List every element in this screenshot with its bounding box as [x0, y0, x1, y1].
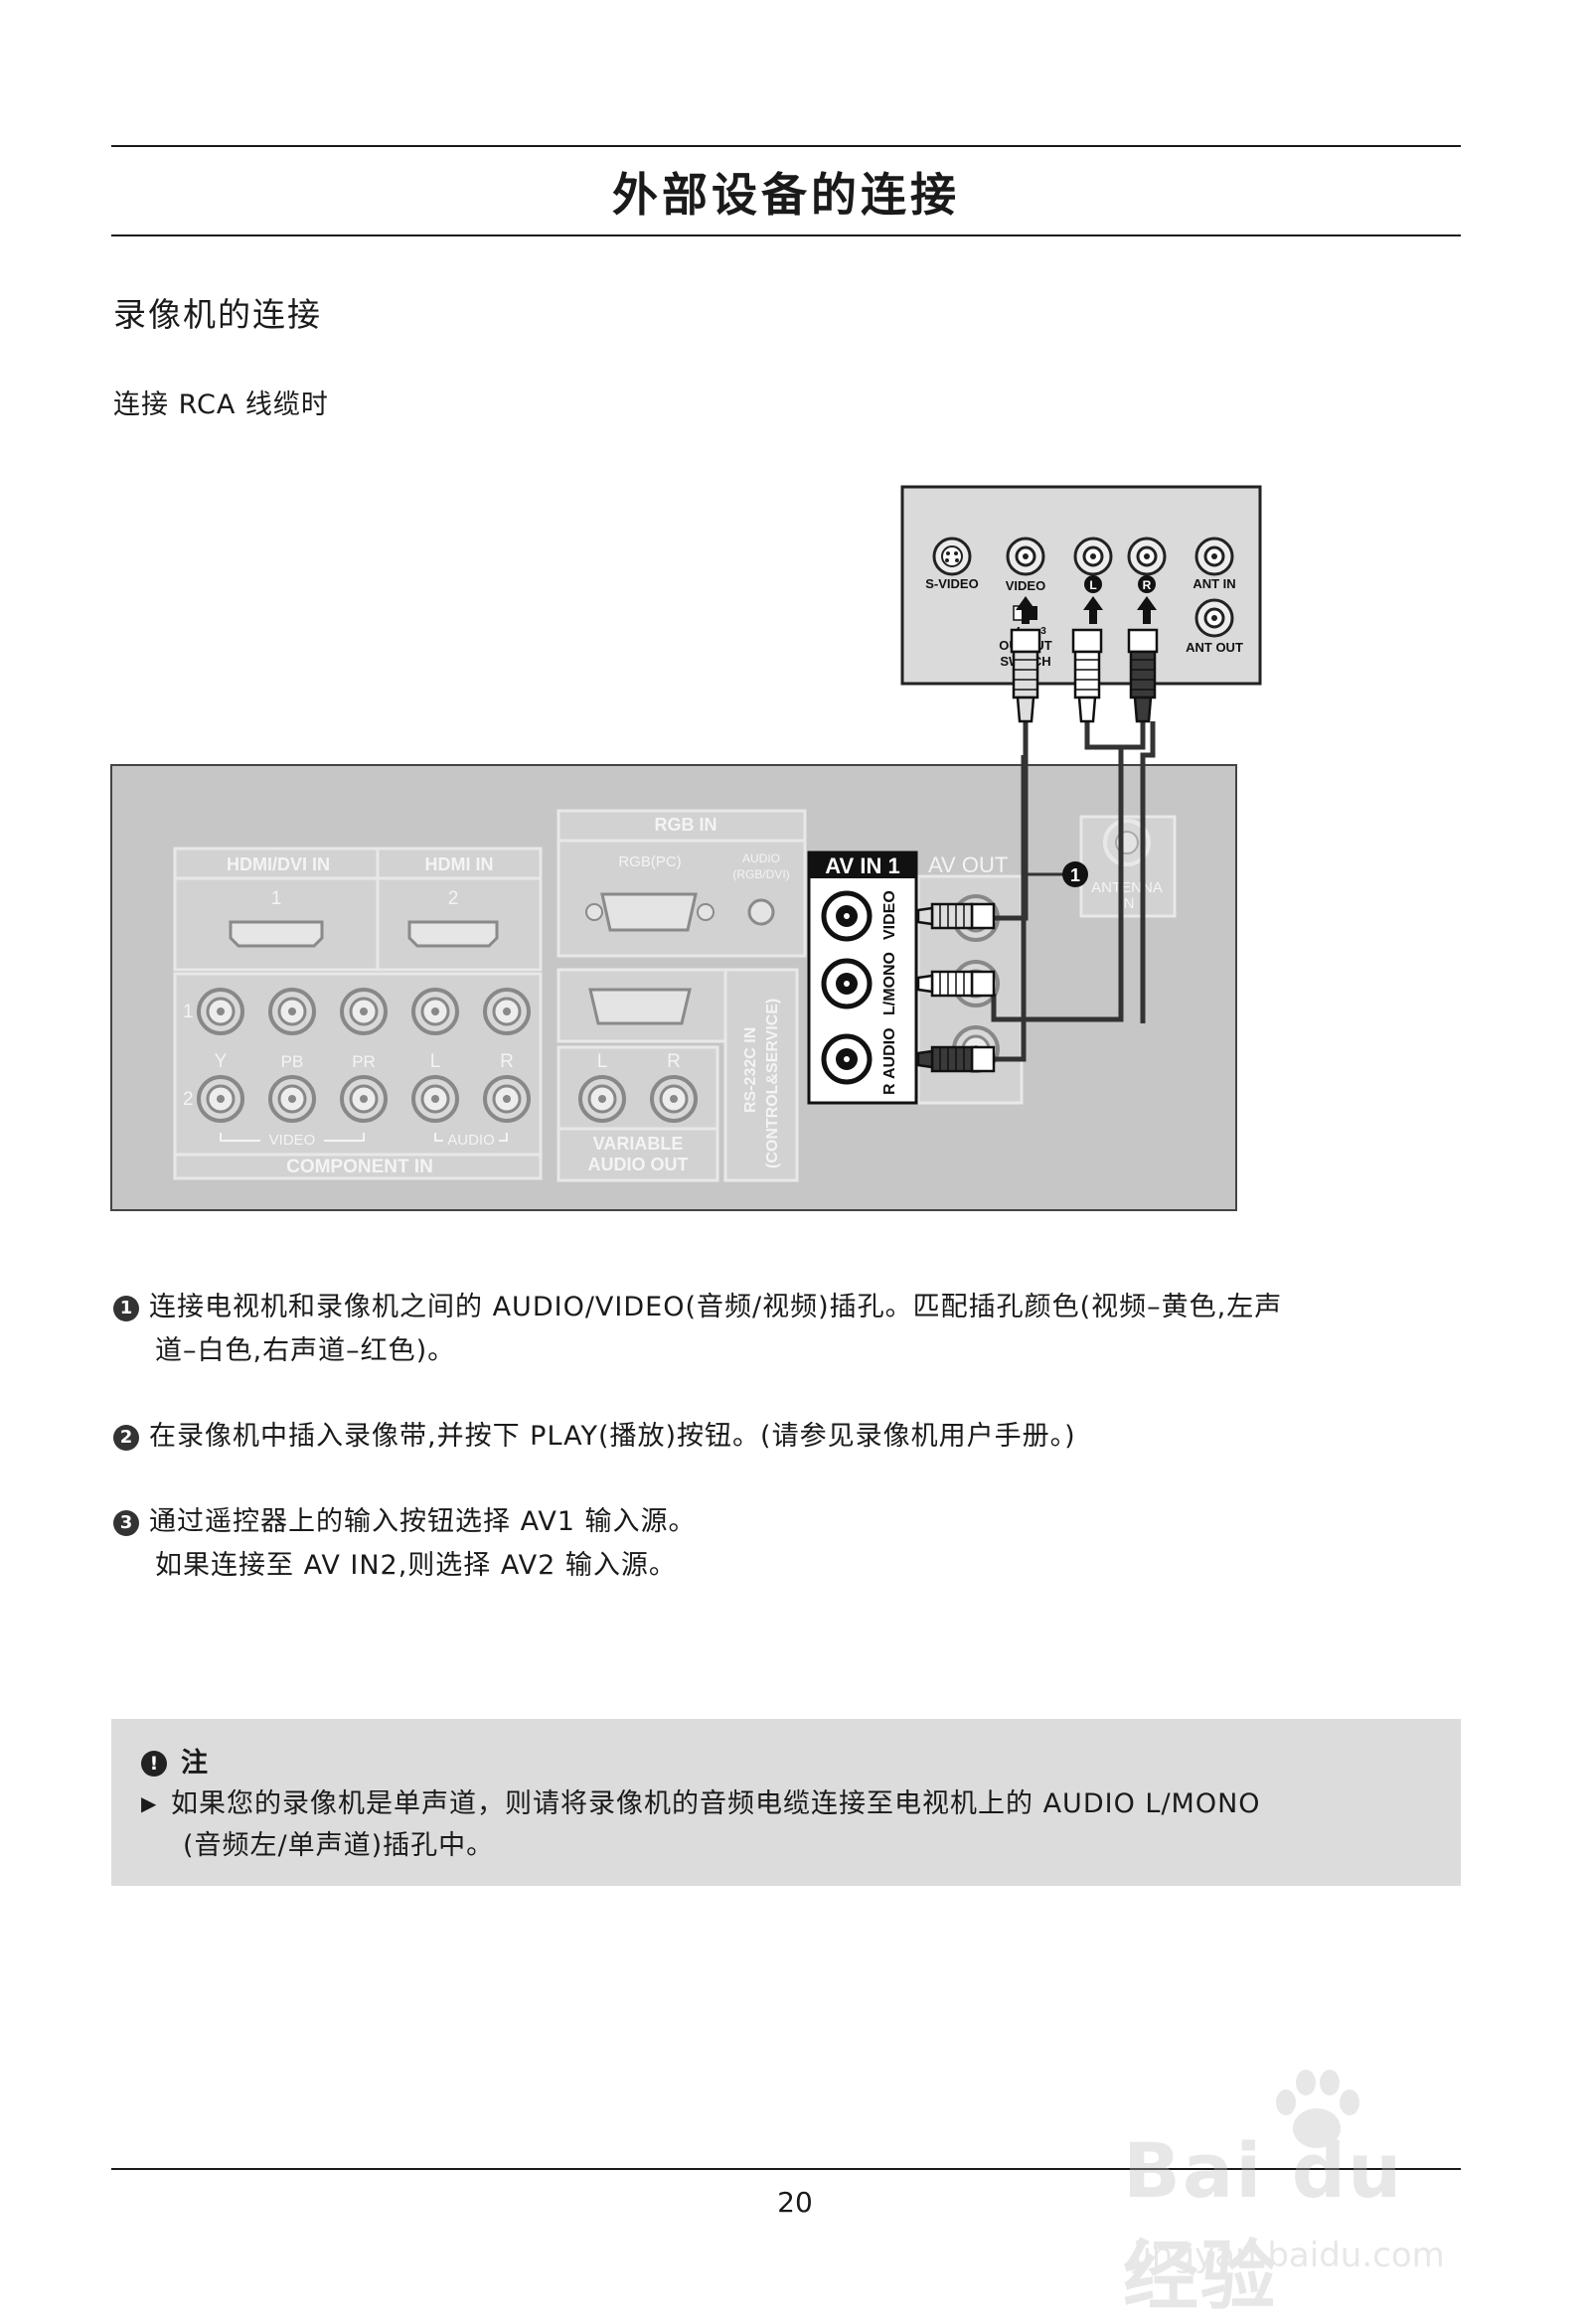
- callout-1: 1: [1024, 861, 1088, 887]
- step-1-text-line1: 连接电视机和录像机之间的 AUDIO/VIDEO(音频/视频)插孔。匹配插孔颜色…: [149, 1292, 1283, 1322]
- top-rule: [111, 145, 1461, 147]
- variable-label-b: AUDIO OUT: [588, 1155, 689, 1174]
- rca-cables: [991, 721, 1156, 1062]
- comp-r-label: R: [500, 1051, 514, 1072]
- title-rule: [111, 234, 1461, 236]
- step-3-text-line2: 如果连接至 AV IN2,则选择 AV2 输入源。: [155, 1550, 677, 1581]
- hdmi-dvi-in-label: HDMI/DVI IN: [227, 854, 330, 874]
- vcr-ant-out-label: ANT OUT: [1186, 640, 1243, 655]
- vcr-plugs: [1010, 596, 1159, 723]
- comp-row-1: 1: [183, 1002, 194, 1022]
- paw-icon: [1276, 2070, 1359, 2148]
- step-2: 2 在录像机中插入录像带,并按下 PLAY(播放)按钮。(请参见录像机用户手册。): [113, 1415, 1465, 1459]
- av-r-jack-label: R: [881, 1083, 898, 1095]
- step-1: 1 连接电视机和录像机之间的 AUDIO/VIDEO(音频/视频)插孔。匹配插孔颜…: [113, 1286, 1465, 1373]
- rs232-port: [588, 988, 692, 1025]
- comp-video-label: VIDEO: [269, 1132, 316, 1149]
- note-line-2: (音频左/单声道)插孔中。: [183, 1830, 495, 1861]
- rs232-label-a: RS-232C IN: [742, 1027, 759, 1113]
- step-3-text-line1: 通过遥控器上的输入按钮选择 AV1 输入源。: [149, 1506, 697, 1537]
- antenna-label-a: ANTENNA: [1091, 879, 1163, 896]
- note-body: ▶ 如果您的录像机是单声道，则请将录像机的音频电缆连接至电视机上的 AUDIO L…: [141, 1782, 1433, 1867]
- warning-icon: !: [141, 1751, 167, 1777]
- svg-text:1: 1: [1070, 865, 1080, 885]
- step-1-number: 1: [113, 1296, 139, 1321]
- av-in-1-badge: [809, 852, 916, 878]
- vcr-l-label: L: [1089, 578, 1096, 592]
- section-title: 录像机的连接: [113, 295, 322, 334]
- comp-row-2: 2: [183, 1089, 194, 1110]
- av-audio-jack-label: AUDIO: [881, 1027, 898, 1079]
- hdmi-port-1: [229, 920, 324, 948]
- vcr-svideo-label: S-VIDEO: [925, 576, 978, 591]
- rgb-pc-port: [600, 892, 698, 932]
- page-number: 20: [777, 2186, 813, 2219]
- baidu-watermark: Bai du 经验 jingyan.baidu.com: [1103, 2067, 1501, 2320]
- step-2-text-line1: 在录像机中插入录像带,并按下 PLAY(播放)按钮。(请参见录像机用户手册。): [149, 1421, 1076, 1452]
- step-3: 3 通过遥控器上的输入按钮选择 AV1 输入源。 如果连接至 AV IN2,则选择…: [113, 1500, 1465, 1588]
- note-box: !注 ▶如果您的录像机是单声道，则请将录像机的音频电缆连接至电视机上的 AUDI…: [111, 1719, 1461, 1886]
- av-video-jack-label: VIDEO: [881, 890, 898, 940]
- tv-panel: HDMI/DVI IN HDMI IN 1 2 RGB IN RGB(PC) A…: [110, 764, 1237, 1211]
- vcr-ant-in-label: ANT IN: [1192, 576, 1235, 591]
- step-1-text-line2: 道–白色,右声道–红色)。: [155, 1335, 456, 1366]
- rs232-label-b: (CONTROL&SERVICE): [764, 999, 781, 1168]
- rgb-pc-label: RGB(PC): [618, 853, 681, 870]
- vcr-video-label: VIDEO: [1006, 578, 1045, 593]
- hdmi-2-label: 2: [448, 888, 459, 909]
- var-l-label: L: [597, 1051, 608, 1072]
- variable-label-a: VARIABLE: [593, 1134, 684, 1154]
- vcr-switch-3: 3: [1040, 626, 1046, 637]
- av-lmono-jack-label: L/MONO: [881, 952, 898, 1015]
- comp-y-label: Y: [215, 1051, 228, 1072]
- subsection-title: 连接 RCA 线缆时: [113, 389, 329, 420]
- audio-rgb-label-b: (RGB/DVI): [732, 867, 789, 881]
- comp-pb-label: PB: [281, 1052, 304, 1071]
- audio-rgb-label-a: AUDIO: [742, 852, 780, 865]
- av-in-1-label: AV IN 1: [825, 853, 899, 878]
- av-out-label: AV OUT: [928, 852, 1008, 877]
- page-title: 外部设备的连接: [612, 168, 960, 222]
- connection-diagram: S-VIDEO VIDEO L R ANT IN ANT OUT 4 3 OUT…: [110, 485, 1262, 1211]
- hdmi-1-label: 1: [271, 888, 282, 909]
- note-title: 注: [181, 1748, 208, 1779]
- footer-rule: [111, 2168, 1461, 2170]
- note-line-1: 如果您的录像机是单声道，则请将录像机的音频电缆连接至电视机上的 AUDIO L/…: [171, 1788, 1261, 1819]
- step-3-number: 3: [113, 1510, 139, 1536]
- hdmi-port-2: [407, 920, 499, 948]
- svideo-jack: [932, 537, 972, 576]
- step-2-number: 2: [113, 1425, 139, 1451]
- rgb-in-label: RGB IN: [655, 815, 717, 835]
- hdmi-in-label: HDMI IN: [425, 854, 494, 874]
- comp-pr-label: PR: [352, 1052, 376, 1071]
- comp-audio-label: AUDIO: [447, 1132, 495, 1149]
- comp-l-label: L: [430, 1051, 441, 1072]
- var-r-label: R: [667, 1051, 681, 1072]
- bullet-arrow-icon: ▶: [141, 1791, 158, 1815]
- note-header: !注: [141, 1741, 208, 1780]
- watermark-url: jingyan.baidu.com: [1133, 2236, 1445, 2275]
- vcr-r-label: R: [1143, 578, 1152, 592]
- component-in-label: COMPONENT IN: [286, 1157, 433, 1177]
- watermark-brand: Bai du 经验: [1123, 2126, 1404, 2320]
